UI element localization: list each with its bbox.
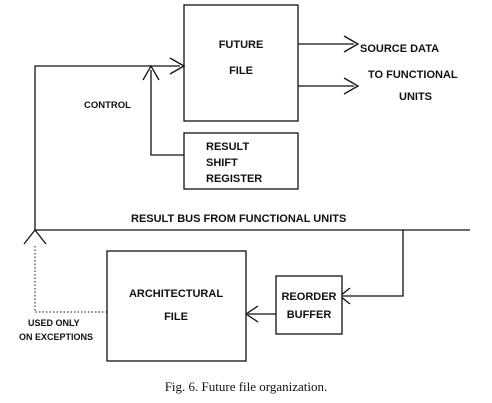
- future-file-input-arrowhead: [169, 57, 186, 75]
- result-bus-label: RESULT BUS FROM FUNCTIONAL UNITS: [131, 213, 346, 225]
- result-shift-register-label-1: RESULT: [206, 141, 249, 153]
- source-data-label-3: UNITS: [399, 91, 432, 103]
- architectural-file-label-1: ARCHITECTURAL: [129, 288, 223, 300]
- future-file-label-2: FILE: [229, 65, 253, 77]
- figure-caption: Fig. 6. Future file organization.: [165, 379, 328, 394]
- future-file-box: [183, 4, 299, 122]
- bus-to-future-file-wire: [34, 65, 180, 230]
- source-data-arrowhead-2: [343, 77, 360, 95]
- result-shift-register-label-2: SHIFT: [206, 157, 238, 169]
- exceptions-note-1: USED ONLY: [28, 318, 80, 328]
- reorder-buffer-label-1: REORDER: [281, 291, 336, 303]
- exception-dotted-path: [34, 244, 107, 313]
- source-data-label-1: SOURCE DATA: [360, 43, 439, 55]
- architectural-file-label-2: FILE: [164, 311, 188, 323]
- future-file-label-1: FUTURE: [219, 39, 264, 51]
- bus-to-reorder-wire: [342, 230, 404, 297]
- architectural-file-box: [106, 250, 247, 362]
- bus-upward-arrowhead: [23, 228, 47, 245]
- control-label: CONTROL: [84, 100, 131, 111]
- exceptions-note-2: ON EXCEPTIONS: [19, 332, 93, 342]
- reorder-buffer-box: [275, 275, 343, 335]
- control-wire: [150, 70, 184, 156]
- source-data-label-2: TO FUNCTIONAL: [368, 69, 458, 81]
- reorder-buffer-label-2: BUFFER: [287, 309, 332, 321]
- result-shift-register-label-3: REGISTER: [206, 173, 262, 185]
- result-shift-register-box: [183, 132, 299, 190]
- source-data-arrowhead-1: [343, 35, 360, 53]
